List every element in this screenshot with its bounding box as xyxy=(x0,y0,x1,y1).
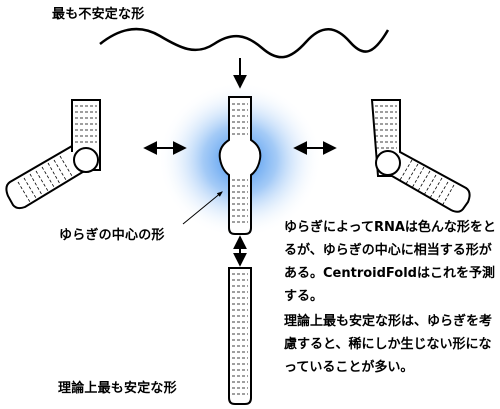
pointer-arrow xyxy=(182,191,223,225)
label-theoretical-most-stable: 理論上最も安定な形 xyxy=(58,381,177,396)
description-paragraph-1: ゆらぎによってRNAは色んな形をとるが、ゆらぎの中心に相当する形がある。Cent… xyxy=(284,220,496,304)
bottom-base-pairs xyxy=(232,273,248,395)
left-bent-structure xyxy=(5,99,101,210)
right-base-pairs xyxy=(375,105,455,207)
description-text: ゆらぎによってRNAは色んな形をとるが、ゆらぎの中心に相当する形がある。Cent… xyxy=(284,216,500,379)
label-fluctuation-center: ゆらぎの中心の形 xyxy=(59,228,165,243)
bottom-stem-structure xyxy=(228,267,252,405)
left-base-pairs xyxy=(17,105,97,203)
label-most-unstable: 最も不安定な形 xyxy=(52,7,145,22)
description-paragraph-2: 理論上最も安定な形は、ゆらぎを考慮すると、稀にしか生じない形になっていることが多… xyxy=(284,314,493,375)
center-base-pairs xyxy=(232,103,248,223)
right-bent-structure xyxy=(370,99,471,213)
center-structure xyxy=(218,96,262,235)
unstable-shape-line xyxy=(99,27,390,59)
